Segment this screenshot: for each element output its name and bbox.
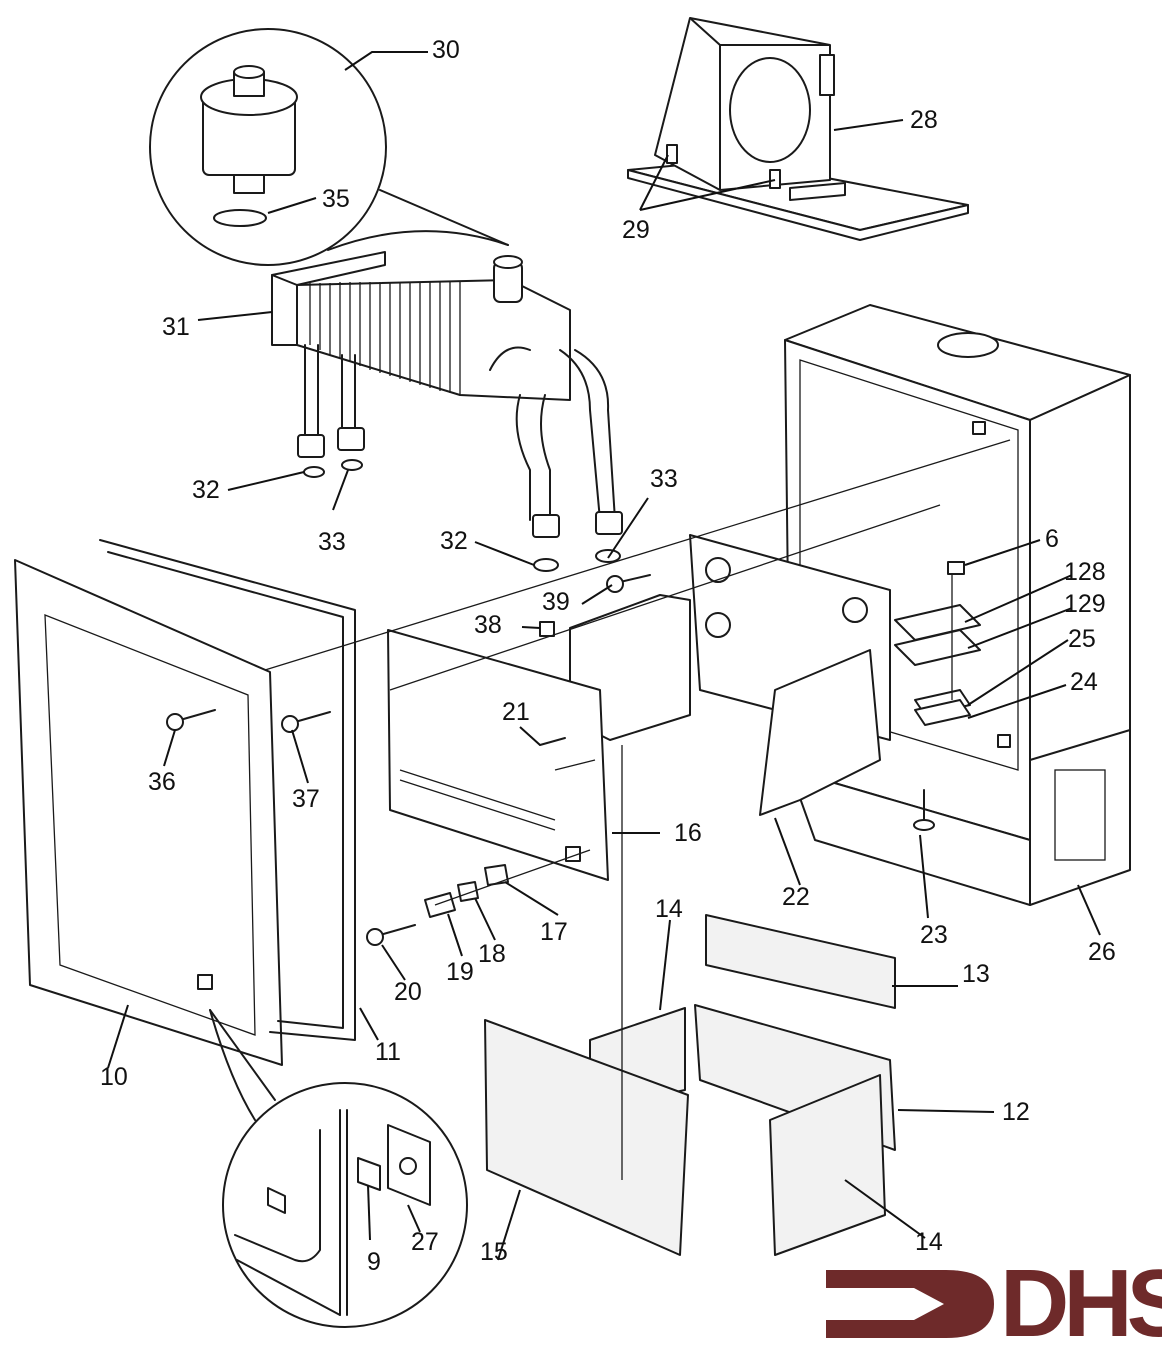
part-label-14: 14: [655, 895, 683, 923]
heat-exchanger: [271, 251, 623, 572]
part-label-30: 30: [432, 36, 460, 64]
label-detail: [209, 1009, 468, 1328]
part-label-24: 24: [1070, 668, 1098, 696]
part-label-13: 13: [962, 960, 990, 988]
leader-lines: [107, 51, 1101, 1261]
part-label-9: 9: [367, 1248, 381, 1276]
dhs-logo-text: DHS: [1000, 1250, 1162, 1357]
part-label-25: 25: [1068, 625, 1096, 653]
part-label-33: 33: [318, 528, 346, 556]
part-label-32: 32: [440, 527, 468, 555]
part-label-39: 39: [542, 588, 570, 616]
insulation-panels: [484, 914, 896, 1256]
part-label-21: 21: [502, 698, 530, 726]
flue-hood: [627, 17, 969, 241]
part-label-20: 20: [394, 978, 422, 1006]
part-label-29: 29: [622, 216, 650, 244]
part-label-19: 19: [446, 958, 474, 986]
part-label-36: 36: [148, 768, 176, 796]
part-label-32: 32: [192, 476, 220, 504]
gasket-frame: [99, 539, 356, 1041]
dhs-logo-arrow-icon: [826, 1270, 994, 1338]
part-label-31: 31: [162, 313, 190, 341]
part-label-22: 22: [782, 883, 810, 911]
small-parts: [166, 561, 981, 946]
part-label-6: 6: [1045, 525, 1059, 553]
combustion-chamber: [569, 534, 891, 816]
part-label-26: 26: [1088, 938, 1116, 966]
part-label-28: 28: [910, 106, 938, 134]
part-label-14: 14: [915, 1228, 943, 1256]
part-label-12: 12: [1002, 1098, 1030, 1126]
part-label-129: 129: [1064, 590, 1106, 618]
assembly-guide-lines: [264, 439, 1011, 1180]
part-label-27: 27: [411, 1228, 439, 1256]
part-label-37: 37: [292, 785, 320, 813]
part-label-17: 17: [540, 918, 568, 946]
part-label-10: 10: [100, 1063, 128, 1091]
part-label-11: 11: [375, 1038, 401, 1066]
part-label-38: 38: [474, 611, 502, 639]
part-label-16: 16: [674, 819, 702, 847]
front-panel: [14, 559, 283, 1066]
part-label-18: 18: [478, 940, 506, 968]
part-label-128: 128: [1064, 558, 1106, 586]
part-label-23: 23: [920, 921, 948, 949]
part-label-33: 33: [650, 465, 678, 493]
air-vent-detail: [149, 28, 509, 266]
part-label-15: 15: [480, 1238, 508, 1266]
part-label-35: 35: [322, 185, 350, 213]
